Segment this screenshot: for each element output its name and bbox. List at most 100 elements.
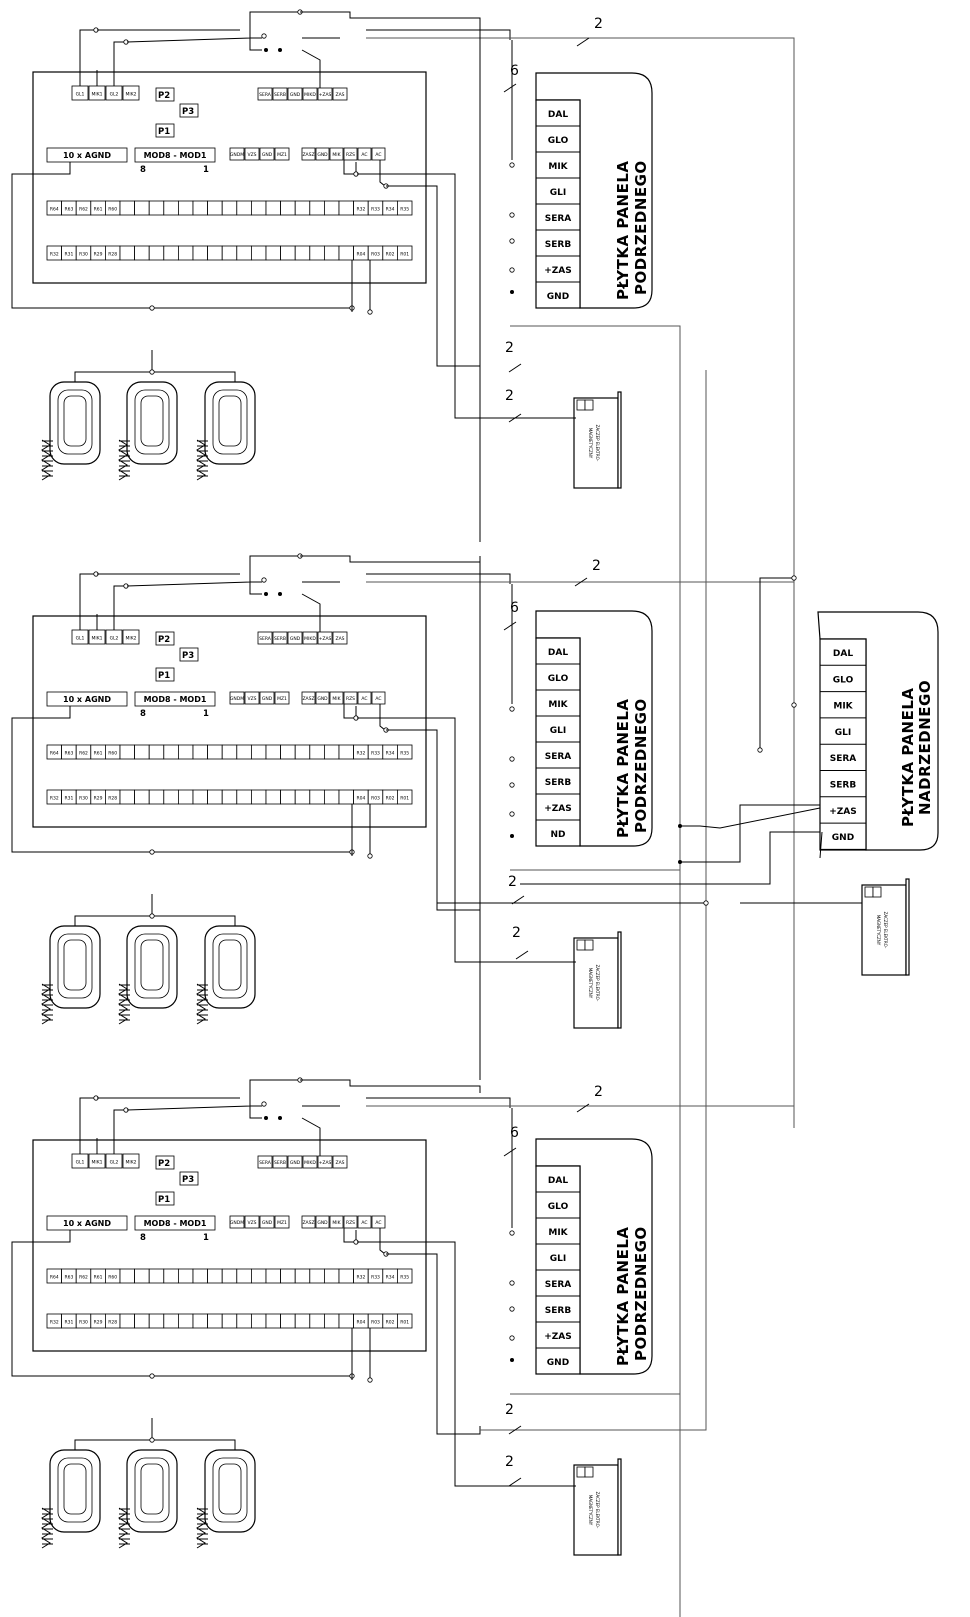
wire [511,895,525,905]
terminal-label: +ZAS [319,636,332,642]
agnd-label: 10 x AGND [63,695,111,704]
relay-cell [265,245,282,261]
relay-label: R63 [64,751,73,757]
panel-terminal-label: SERB [545,240,572,250]
relay-label: R02 [386,252,395,258]
wire [680,804,820,863]
jumper-label: P3 [182,651,194,661]
wire [249,582,262,595]
relay-cell [134,1268,150,1284]
jumper-box [155,667,175,682]
jumper-box [179,103,199,118]
junction-dot [791,702,797,708]
junction-dot [509,212,515,218]
wire-count-label: 2 [592,558,601,574]
wire [74,1439,236,1458]
junction-dot [678,860,682,864]
wire [379,704,386,731]
relay-cell [134,789,150,805]
relay-label: R30 [79,252,88,258]
jumper-label: P2 [158,91,170,101]
terminal [259,147,275,161]
terminal-label: AC [361,1220,367,1226]
relay-cell [280,744,296,760]
terminal-label: MZ1 [277,696,287,702]
relay-cell [207,1313,223,1329]
relay-cell [323,1268,340,1284]
terminal [122,1153,140,1169]
terminal-label: MZ1 [277,1220,287,1226]
junction-dot [264,592,268,596]
terminal-label: RZS [346,152,355,158]
terminal-label: GND [290,1160,301,1166]
terminal-label: MIK [332,152,341,158]
relay-cell [338,200,355,216]
terminal-label: MIK [332,1220,341,1226]
jumper-box [155,123,175,138]
terminal [332,87,348,101]
relay-cell [309,1313,325,1329]
terminal-label: MIK [332,696,341,702]
relay-label: R29 [94,796,103,802]
master-panel-title: PŁYTKA PANELA [899,687,917,827]
panel-terminal-label: SERA [545,214,572,224]
panel-terminal-label: DAL [548,1176,568,1186]
subordinate-panel-outline [535,610,653,847]
terminal-label: GND [262,696,273,702]
panel-terminal-label: GND [547,292,569,302]
relay-cell [323,789,340,805]
terminal-label: GND [262,152,273,158]
wire [515,950,529,960]
relay-label: R62 [79,207,88,213]
wire [79,29,94,86]
lock-plate [617,1458,622,1556]
terminal [301,691,316,705]
terminal-label: GL1 [76,1160,85,1166]
terminal [329,691,344,705]
terminal-label: SERB [274,92,286,98]
relay-cell [265,1268,282,1284]
relay-label: R33 [371,1275,380,1281]
jumper-box [179,647,199,662]
terminal-label: SERA [259,636,272,642]
junction-dot [264,1116,268,1120]
panel-terminal-label: MIK [548,1228,568,1238]
wire [343,704,357,719]
relay-cell [309,789,325,805]
relay-cell [148,1313,165,1329]
terminal [122,85,140,101]
terminal-label: MIK1 [91,1160,102,1166]
terminal [302,631,318,645]
junction-dot [149,1373,155,1379]
relay-label: R04 [356,252,365,258]
wire [520,831,820,885]
intercom-handsets [41,894,256,1025]
terminal-label: GND [262,1220,273,1226]
relay-cell [250,1268,267,1284]
relay-cell [134,1313,150,1329]
relay-cell [294,1313,311,1329]
relay-cell [163,1268,179,1284]
panel-terminal-label: GLI [550,1254,566,1264]
junction-dot [149,849,155,855]
relay-label: R28 [108,796,117,802]
intercom-handsets [41,350,256,481]
panel-terminal-label: +ZAS [544,1332,572,1342]
terminal [287,87,303,101]
relay-cell [323,245,340,261]
terminal-label: AC [375,696,381,702]
wire [343,1228,357,1243]
relay-cell [338,1313,355,1329]
wire [503,1147,517,1157]
terminal [332,631,348,645]
junction-dot [510,1358,514,1362]
terminal [257,1155,273,1169]
relay-cell [163,789,179,805]
relay-cell [236,744,252,760]
terminal-label: GND [317,152,328,158]
relay-label: R33 [371,207,380,213]
master-terminal-label: GLI [835,728,851,738]
